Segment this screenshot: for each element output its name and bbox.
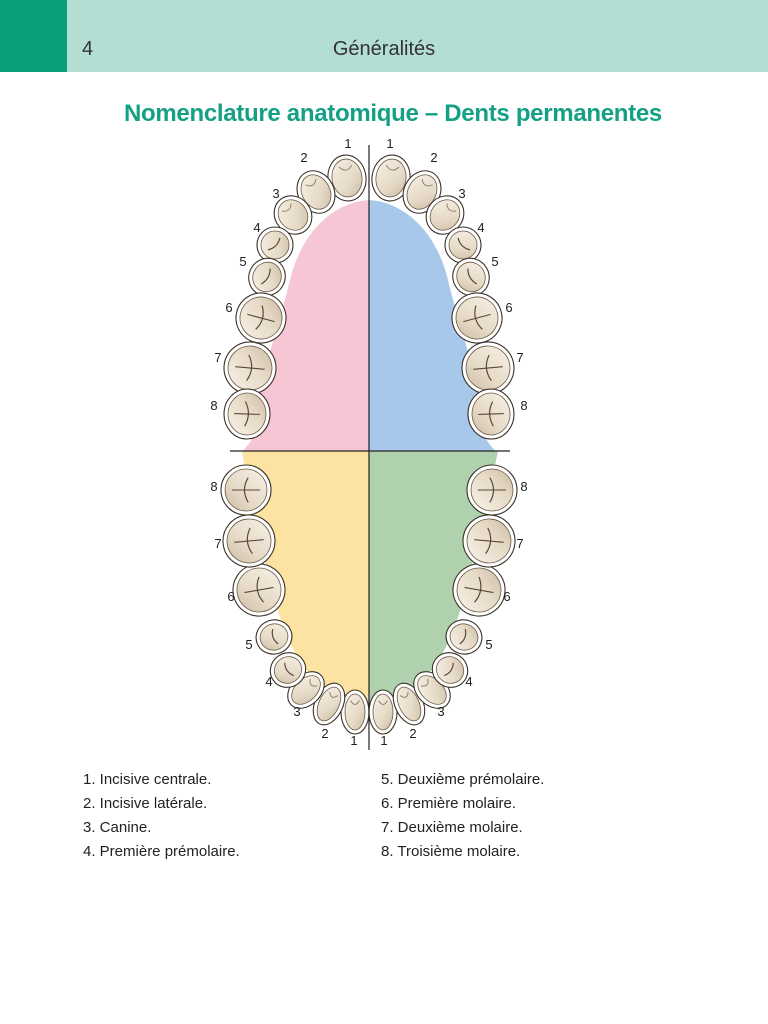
tooth-upper-right-3 (425, 195, 465, 235)
quadrant-lower-right (369, 451, 498, 703)
tooth-upper-left-1 (327, 154, 367, 202)
legend-item: 1. Incisive centrale. (83, 771, 212, 788)
tooth-number-label: 7 (516, 536, 523, 551)
tooth-lower-right-5 (445, 619, 483, 655)
tooth-number-label: 5 (491, 254, 498, 269)
tooth-number-label: 5 (245, 637, 252, 652)
tooth-number-label: 7 (214, 536, 221, 551)
tooth-upper-left-7 (223, 341, 277, 395)
tooth-number-label: 5 (485, 637, 492, 652)
tooth-number-label: 1 (350, 733, 357, 748)
header-accent-block (0, 0, 67, 72)
tooth-lower-right-4 (431, 652, 469, 688)
page-title: Nomenclature anatomique – Dents permanen… (124, 100, 662, 127)
quadrant-upper-left (242, 200, 369, 451)
tooth-upper-left-3 (273, 195, 313, 235)
tooth-upper-right-1 (371, 154, 411, 202)
legend-item: 7. Deuxième molaire. (381, 819, 523, 836)
tooth-lower-left-5 (255, 619, 293, 655)
legend-item: 6. Première molaire. (381, 795, 517, 812)
tooth-lower-left-4 (269, 652, 307, 688)
tooth-lower-right-7 (462, 514, 516, 568)
tooth-upper-right-4 (444, 226, 482, 264)
tooth-upper-left-5 (248, 257, 286, 297)
legend-right-column: 5. Deuxième prémolaire. 6. Première mola… (381, 768, 544, 864)
legend-item: 4. Première prémolaire. (83, 843, 240, 860)
tooth-number-label: 4 (477, 220, 484, 235)
legend-item: 2. Incisive latérale. (83, 795, 208, 812)
legend-item: 8. Troisième molaire. (381, 843, 521, 860)
tooth-number-label: 2 (321, 726, 328, 741)
tooth-number-label: 3 (272, 186, 279, 201)
tooth-number-label: 1 (380, 733, 387, 748)
header-band (0, 0, 768, 72)
tooth-upper-left-6 (235, 292, 287, 344)
tooth-number-label: 6 (227, 589, 234, 604)
running-head: Généralités (332, 38, 436, 60)
tooth-number-label: 2 (409, 726, 416, 741)
tooth-number-label: 3 (437, 704, 444, 719)
tooth-number-label: 6 (225, 300, 232, 315)
tooth-upper-left-4 (256, 226, 294, 264)
tooth-lower-left-1 (340, 689, 370, 735)
quadrant-upper-right (369, 200, 496, 451)
tooth-upper-left-2 (296, 170, 336, 214)
quadrant-lower-left (242, 451, 369, 703)
tooth-upper-right-5 (452, 257, 490, 297)
tooth-number-label: 6 (503, 589, 510, 604)
tooth-number-label: 7 (516, 350, 523, 365)
tooth-number-label: 8 (210, 398, 217, 413)
page-number: 4 (82, 38, 94, 60)
tooth-upper-right-6 (451, 292, 503, 344)
tooth-lower-left-6 (232, 563, 286, 617)
tooth-lower-right-2 (392, 682, 426, 726)
legend-item: 5. Deuxième prémolaire. (381, 771, 545, 788)
tooth-number-label: 5 (239, 254, 246, 269)
tooth-number-label: 4 (253, 220, 260, 235)
tooth-number-label: 4 (265, 674, 272, 689)
tooth-lower-right-8 (466, 464, 518, 516)
tooth-lower-left-8 (220, 464, 272, 516)
tooth-number-label: 8 (520, 479, 527, 494)
tooth-upper-right-8 (467, 388, 515, 440)
tooth-number-label: 2 (430, 150, 437, 165)
tooth-number-label: 3 (458, 186, 465, 201)
legend-item: 3. Canine. (83, 819, 152, 836)
tooth-upper-left-8 (223, 388, 271, 440)
tooth-number-label: 8 (520, 398, 527, 413)
tooth-number-label: 8 (210, 479, 217, 494)
dental-arch-diagram: 1 1 2 2 3 3 4 4 5 5 6 6 7 7 8 8 1 1 2 2 3 3 4 4 5 5 6 6 7 7 8 8 (210, 136, 528, 750)
tooth-number-label: 1 (344, 136, 351, 151)
tooth-lower-left-2 (312, 682, 346, 726)
tooth-number-label: 2 (300, 150, 307, 165)
tooth-number-label: 3 (293, 704, 300, 719)
legend-left-column: 1. Incisive centrale. 2. Incisive latéra… (83, 768, 240, 864)
tooth-number-label: 4 (465, 674, 472, 689)
tooth-number-label: 7 (214, 350, 221, 365)
tooth-number-label: 6 (505, 300, 512, 315)
tooth-lower-left-7 (222, 514, 276, 568)
tooth-lower-right-6 (452, 563, 506, 617)
tooth-upper-right-7 (461, 341, 515, 395)
tooth-number-label: 1 (386, 136, 393, 151)
